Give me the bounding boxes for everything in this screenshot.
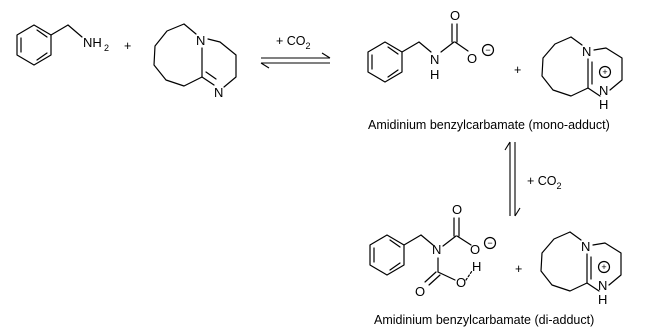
benzylamine: NH 2 — [16, 24, 109, 66]
di-h-label: H — [472, 259, 481, 274]
di-dbuh-n2-label: N — [598, 278, 607, 293]
six-ring — [592, 242, 622, 286]
dbuh-n1-label: N — [582, 44, 591, 59]
right-condition: + CO2 — [527, 174, 562, 191]
di-upper-carbonyl-o: O — [452, 202, 462, 217]
seven-ring — [153, 23, 203, 87]
di-n-label: N — [432, 242, 441, 257]
di-upper-o-minus: O — [470, 242, 480, 257]
amine-subscript: 2 — [104, 43, 109, 53]
di-plus-charge: + — [601, 262, 606, 272]
dbu-n2-label: N — [214, 85, 223, 100]
di-dbuh-h-label: H — [598, 292, 607, 307]
dbuh-h-label: H — [599, 97, 608, 112]
plus-charge: + — [602, 67, 607, 77]
di-plus-circle — [597, 260, 611, 274]
minus-charge-circle — [481, 43, 495, 57]
six-ring — [593, 47, 623, 91]
di-adduct-label: Amidinium benzylcarbamate (di-adduct) — [374, 313, 594, 327]
di-lower-oh-o: O — [456, 275, 466, 290]
equilibrium-arrow-vertical — [504, 141, 521, 217]
hbond-dashed — [465, 270, 473, 281]
c-n-bond — [67, 24, 83, 38]
plus-sign-1: + — [124, 39, 131, 53]
di-dbuh-n1-label: N — [581, 239, 590, 254]
benzene-ring — [367, 41, 403, 83]
carbonyl-o-label: O — [450, 8, 460, 23]
carboxylate-o-label: O — [467, 51, 477, 66]
plus-charge-circle — [598, 65, 612, 79]
amine-n-label: NH — [83, 35, 102, 50]
mono-benzylcarbamate: N H O O − — [367, 8, 495, 83]
benzene-ring — [369, 234, 405, 276]
c-n-double-a — [201, 76, 215, 86]
mono-adduct-label: Amidinium benzylcarbamate (mono-adduct) — [368, 118, 610, 132]
di-minus-circle — [483, 236, 497, 250]
di-minus-charge: − — [487, 238, 492, 248]
minus-charge: − — [485, 45, 490, 55]
top-condition: + CO2 — [276, 34, 311, 51]
di-dbuh: N N H + — [540, 231, 622, 307]
plus-sign-3: + — [515, 262, 522, 276]
dbu-reactant: N N — [153, 23, 237, 100]
equilibrium-arrow-top — [260, 52, 331, 69]
seven-ring — [541, 36, 589, 97]
carbamate-h-label: H — [430, 67, 439, 82]
dbuh-n2-label: N — [599, 83, 608, 98]
dbu-n1-label: N — [196, 33, 205, 48]
benzene-ring — [16, 24, 52, 66]
carbamate-n-label: N — [430, 52, 439, 67]
c-n-double-b — [205, 71, 217, 80]
ch2-bond — [50, 24, 69, 36]
mono-dbuh: N N H + — [541, 36, 623, 112]
six-ring — [207, 38, 237, 88]
di-benzylcarbamate: N O O − O O H — [369, 202, 497, 299]
seven-ring — [540, 231, 588, 292]
plus-sign-2: + — [514, 63, 521, 77]
di-lower-carbonyl-o: O — [415, 284, 425, 299]
